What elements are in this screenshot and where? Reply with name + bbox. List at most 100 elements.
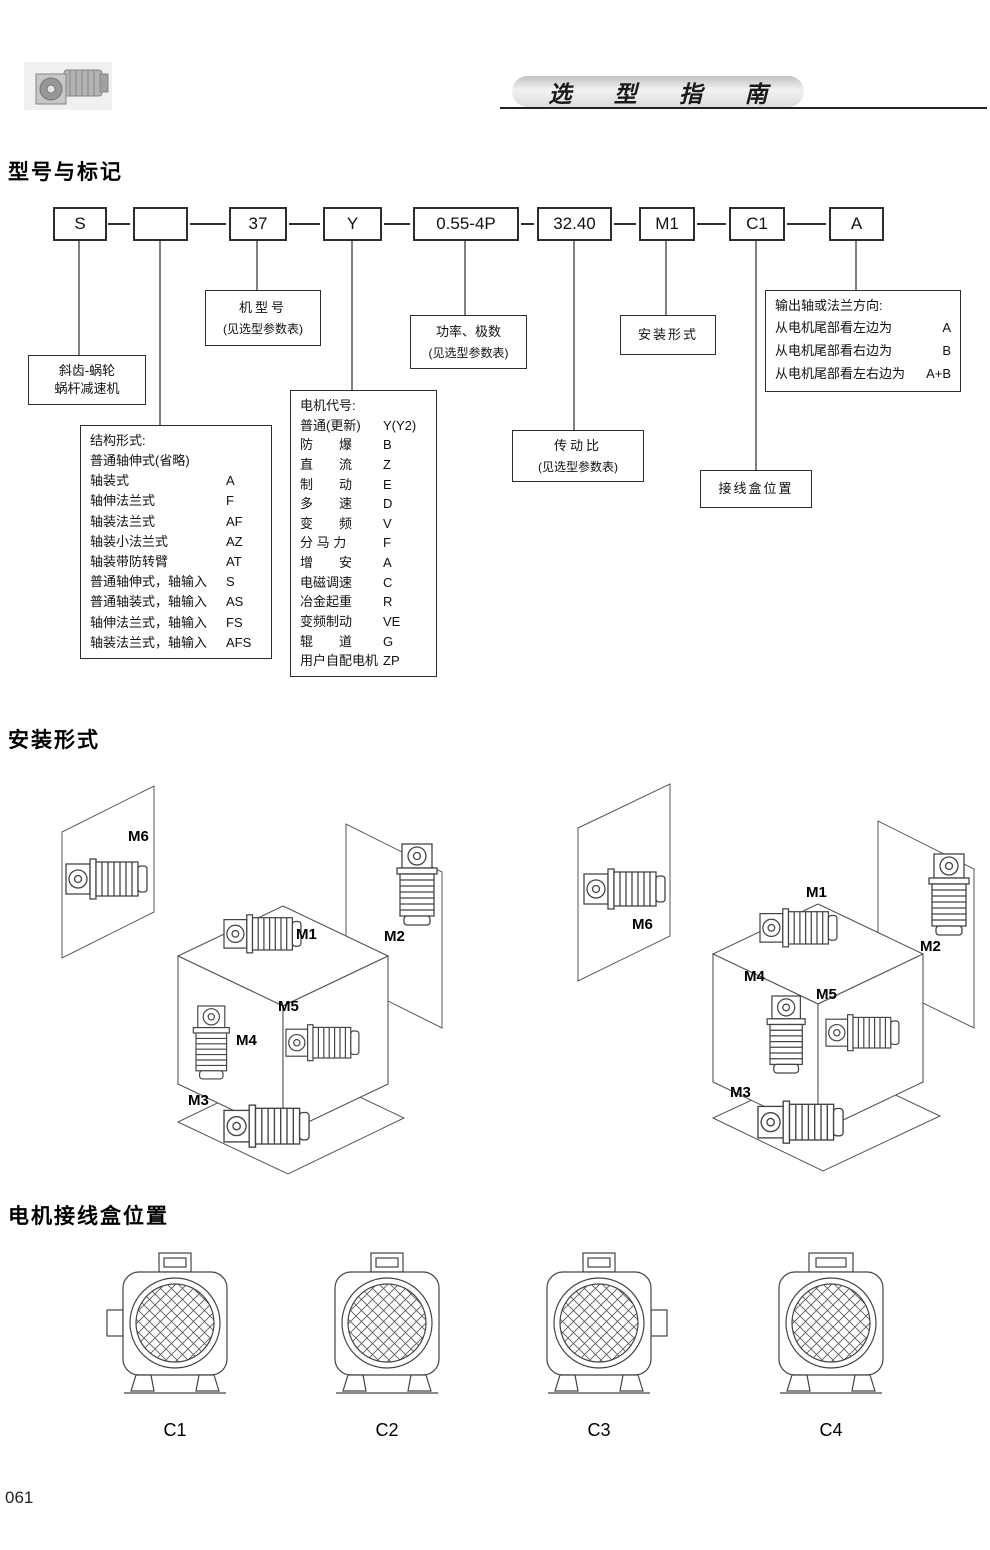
structure-form-label: 轴伸法兰式	[90, 493, 156, 509]
output-direction-code: B	[942, 342, 951, 358]
motor-code-item: 防 爆 B	[300, 436, 427, 454]
junction-view-c1: C1	[100, 1250, 250, 1441]
motor-code-label: 多 速	[300, 496, 353, 512]
junction-label-c3: C3	[587, 1420, 611, 1440]
motor-code-code: E	[383, 476, 392, 492]
output-direction-code: A	[942, 319, 951, 335]
model-number-note: (见选型参数表)	[223, 321, 303, 336]
structure-form-item: 轴装法兰式，轴输入 AFS	[90, 634, 262, 652]
mounting-label-m2: M2	[920, 938, 941, 955]
mounting-label-m6: M6	[128, 828, 149, 845]
callout-motor-code: 电机代号: 普通(更新) Y(Y2) 防 爆 B 直 流 Z 制 动 E 多 速…	[290, 390, 437, 677]
junction-label-c2: C2	[375, 1420, 399, 1440]
model-code-structure	[133, 207, 188, 241]
callout-power-poles: 功率、极数 (见选型参数表)	[410, 315, 527, 369]
structure-form-item: 轴装小法兰式 AZ	[90, 533, 262, 551]
structure-form-list: 普通轴伸式(省略) 轴装式 A 轴伸法兰式 F 轴装法兰式 AF 轴装小法兰式 …	[90, 451, 262, 653]
callout-structure-form: 结构形式: 普通轴伸式(省略) 轴装式 A 轴伸法兰式 F 轴装法兰式 AF 轴…	[80, 425, 272, 659]
motor-code-item: 变 频 V	[300, 515, 427, 533]
motor-code-item: 冶金起重 R	[300, 593, 427, 611]
output-direction-list: 从电机尾部看左边为 A 从电机尾部看右边为 B 从电机尾部看左右边为 A+B	[775, 316, 951, 386]
model-code-power: 0.55-4P	[413, 207, 519, 241]
motor-code-label: 用户自配电机	[300, 653, 379, 669]
model-code-direction: A	[829, 207, 884, 241]
power-poles-note: (见选型参数表)	[428, 345, 509, 360]
structure-form-item: 轴伸法兰式 F	[90, 492, 262, 510]
callout-output-direction: 输出轴或法兰方向: 从电机尾部看左边为 A 从电机尾部看右边为 B 从电机尾部看…	[765, 290, 961, 392]
callout-ratio: 传动比 (见选型参数表)	[512, 430, 644, 482]
motor-code-label: 普通(更新)	[300, 417, 361, 433]
motor-code-label: 分 马 力	[300, 535, 347, 551]
mounting-diagram-right-art	[577, 783, 975, 1172]
structure-form-label: 普通轴装式，轴输入	[90, 594, 208, 610]
junction-view-c4-art	[778, 1252, 884, 1394]
motor-code-label: 防 爆	[300, 437, 353, 453]
motor-code-list: 普通(更新) Y(Y2) 防 爆 B 直 流 Z 制 动 E 多 速 D 变 频…	[300, 416, 427, 671]
mounting-label-m5: M5	[816, 986, 837, 1003]
motor-code-code: B	[383, 437, 392, 453]
motor-code-label: 变频制动	[300, 613, 353, 629]
mounting-label-m3: M3	[188, 1092, 209, 1109]
output-direction-item: 从电机尾部看左边为 A	[775, 319, 951, 337]
structure-form-code: AT	[226, 554, 242, 570]
structure-form-item: 轴装式 A	[90, 472, 262, 490]
output-direction-label: 从电机尾部看右边为	[775, 342, 893, 358]
ratio-title: 传动比	[553, 437, 602, 453]
junction-view-c3: C3	[524, 1250, 674, 1441]
mounting-section-heading: 安装形式	[8, 729, 100, 752]
reducer-type-line1: 斜齿-蜗轮	[58, 363, 116, 378]
motor-code-code: C	[383, 574, 393, 590]
mounting-diagram-left-art	[61, 785, 443, 1175]
junction-view-c1-art	[106, 1252, 228, 1394]
motor-code-item: 增 安 A	[300, 554, 427, 572]
callout-model-number: 机型号 (见选型参数表)	[205, 290, 321, 346]
reducer-type-line2: 蜗杆减速机	[54, 381, 120, 396]
motor-code-code: V	[383, 515, 392, 531]
mounting-label-m6: M6	[632, 916, 653, 933]
mounting-label-m3: M3	[730, 1084, 751, 1101]
structure-form-code: FS	[226, 614, 243, 630]
structure-form-code: A	[226, 473, 235, 489]
page-title: 选 型 指 南	[548, 80, 786, 107]
motor-code-code: VE	[383, 613, 401, 629]
junction-view-c2: C2	[312, 1250, 462, 1441]
mounting-diagram-right: M6 M1 M2 M5 M4 M3	[548, 766, 982, 1178]
motor-code-title: 电机代号:	[300, 398, 356, 413]
output-direction-title: 输出轴或法兰方向:	[775, 298, 883, 313]
structure-form-label: 轴装法兰式，轴输入	[90, 634, 208, 650]
output-direction-item: 从电机尾部看左右边为 A+B	[775, 365, 951, 383]
structure-form-label: 普通轴伸式，轴输入	[90, 574, 208, 590]
ratio-note: (见选型参数表)	[538, 459, 618, 474]
structure-form-item: 轴装法兰式 AF	[90, 513, 262, 531]
motor-code-item: 辊 道 G	[300, 633, 427, 651]
output-direction-item: 从电机尾部看右边为 B	[775, 342, 951, 360]
mounting-label-m5: M5	[278, 998, 299, 1015]
junction-view-c3-art	[546, 1252, 668, 1394]
structure-form-code: AS	[226, 594, 244, 610]
gearmotor-photo-icon	[24, 62, 112, 110]
motor-code-code: F	[383, 535, 391, 551]
structure-form-label: 轴装法兰式	[90, 513, 156, 529]
structure-form-item: 普通轴伸式(省略)	[90, 452, 262, 470]
structure-form-label: 轴伸法兰式，轴输入	[90, 614, 208, 630]
motor-code-item: 普通(更新) Y(Y2)	[300, 417, 427, 435]
header-rule	[500, 107, 987, 109]
motor-code-code: A	[383, 555, 392, 571]
model-code-motor: Y	[323, 207, 382, 241]
callout-junction-position: 接线盒位置	[700, 470, 812, 508]
structure-form-code: F	[226, 493, 234, 509]
mounting-label-m2: M2	[384, 928, 405, 945]
motor-code-label: 增 安	[300, 555, 353, 571]
junction-section-heading: 电机接线盒位置	[8, 1205, 169, 1228]
structure-form-code: AFS	[226, 634, 252, 650]
page-title-banner: 选 型 指 南	[512, 76, 804, 107]
structure-form-label: 轴装式	[90, 473, 130, 489]
mounting-form-title: 安装形式	[637, 327, 698, 342]
motor-code-code: D	[383, 496, 393, 512]
motor-code-code: Y(Y2)	[383, 417, 417, 433]
callout-reducer-type: 斜齿-蜗轮 蜗杆减速机	[28, 355, 146, 405]
model-code-connector-lines	[78, 223, 857, 470]
junction-position-title: 接线盒位置	[718, 481, 794, 496]
power-poles-title: 功率、极数	[435, 323, 501, 339]
model-code-junction: C1	[729, 207, 785, 241]
